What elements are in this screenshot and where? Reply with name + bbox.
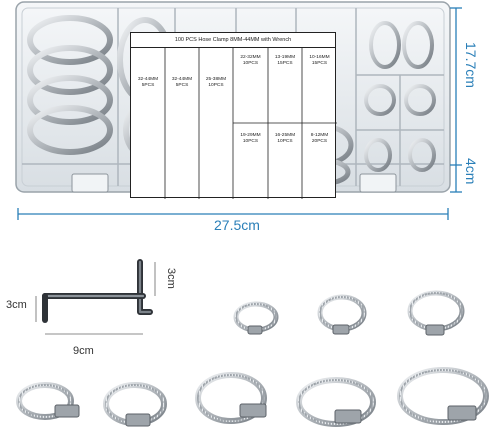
case-depth-label: 4cm [463,158,479,185]
size-chart-card: 100 PCS Hose Clamp 8MM-44MM with Wrench … [130,32,337,199]
chart-cell-3: 25-38MM 10PCS [205,77,227,88]
size-chart-title: 100 PCS Hose Clamp 8MM-44MM with Wrench [131,33,335,48]
wrench-width-label: 3cm [6,299,27,311]
case-latch-left [71,173,109,193]
case-clamps-small [364,21,436,172]
clamp-13-19mm [407,290,465,336]
clamp-8-12mm [233,301,279,335]
clamp-32-44mm [397,367,489,425]
size-chart-grid [164,47,337,199]
chart-cell-1: 32-44MM 5PCS [137,77,159,88]
chart-cell-9: 8-12MM 20PCS [310,133,329,144]
chart-cell-6: 10-16MM 15PCS [309,55,330,66]
hex-wrench [35,259,156,335]
chart-cell-2: 32-44MM 5PCS [171,77,193,88]
clamp-25-38mm [296,377,376,427]
chart-cell-7: 19-29MM 10PCS [240,133,261,144]
chart-cell-4: 22-32MM 10PCS [240,55,261,66]
chart-cell-8: 16-25MM 10PCS [274,133,296,144]
case-width-label: 27.5cm [214,217,260,233]
clamp-19-29mm [103,382,167,427]
case-latch-right [359,173,397,193]
clamp-10-16mm [317,294,367,335]
dimension-lines [17,7,462,220]
clamp-22-32mm [195,372,267,424]
wrench-length-label: 9cm [73,345,94,357]
clamp-16-25mm [16,382,80,420]
wrench-height-label: 3cm [165,268,177,289]
chart-cell-5: 13-19MM 15PCS [274,55,296,66]
case-height-label: 17.7cm [463,42,479,88]
